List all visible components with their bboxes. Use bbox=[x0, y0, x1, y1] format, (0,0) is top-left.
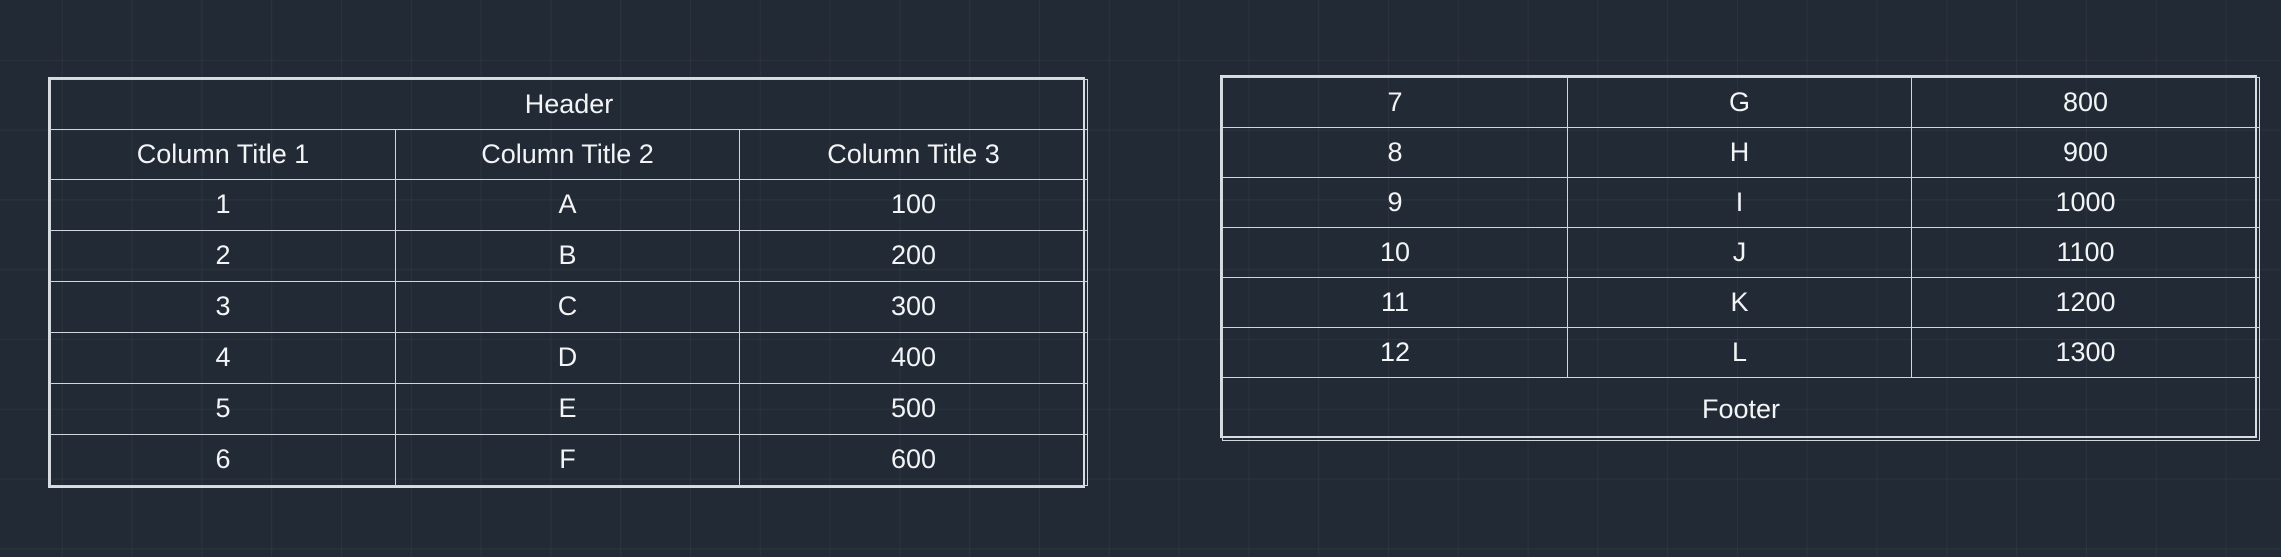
cell-col1[interactable]: 9 bbox=[1222, 177, 1568, 228]
cell-col3[interactable]: 400 bbox=[738, 331, 1089, 384]
table-left[interactable]: Header Column Title 1 Column Title 2 Col… bbox=[48, 77, 1089, 488]
cell-col1[interactable]: 10 bbox=[1222, 227, 1568, 278]
cell-col3[interactable]: 1300 bbox=[1911, 327, 2260, 378]
cell-col3[interactable]: 900 bbox=[1911, 127, 2260, 178]
cell-col3[interactable]: 200 bbox=[738, 229, 1089, 282]
cell-col2[interactable]: A bbox=[395, 178, 740, 231]
table-right-footer-row[interactable]: Footer bbox=[1222, 377, 2260, 441]
table-left-header-row[interactable]: Header bbox=[49, 79, 1089, 130]
cell-col1[interactable]: 1 bbox=[50, 178, 396, 231]
cell-col3[interactable]: 1200 bbox=[1911, 277, 2260, 328]
table-row[interactable]: 10 J 1100 bbox=[1222, 227, 2260, 278]
table-row[interactable]: 4 D 400 bbox=[50, 331, 1089, 384]
table-right[interactable]: 7 G 800 8 H 900 9 I 1000 10 J 1100 bbox=[1220, 75, 2260, 441]
cell-col2[interactable]: L bbox=[1567, 327, 1912, 378]
table-row[interactable]: 3 C 300 bbox=[50, 280, 1089, 333]
table-row[interactable]: 2 B 200 bbox=[50, 229, 1089, 282]
table-row[interactable]: 1 A 100 bbox=[50, 178, 1089, 231]
cell-col1[interactable]: 3 bbox=[50, 280, 396, 333]
table-right-footer-cell[interactable]: Footer bbox=[1222, 377, 2260, 441]
cell-col2[interactable]: E bbox=[395, 382, 740, 435]
table-row[interactable]: 11 K 1200 bbox=[1222, 277, 2260, 328]
cell-col1[interactable]: 2 bbox=[50, 229, 396, 282]
table-left-header-cell[interactable]: Header bbox=[49, 79, 1089, 130]
cell-col3[interactable]: 100 bbox=[738, 178, 1089, 231]
table-row[interactable]: 9 I 1000 bbox=[1222, 177, 2260, 228]
table-row[interactable]: 6 F 600 bbox=[50, 433, 1089, 487]
cell-col2[interactable]: D bbox=[395, 331, 740, 384]
cell-col1[interactable]: 5 bbox=[50, 382, 396, 435]
cell-col1[interactable]: 12 bbox=[1222, 327, 1568, 378]
table-left-title-row[interactable]: Column Title 1 Column Title 2 Column Tit… bbox=[50, 128, 1089, 180]
cell-col2[interactable]: H bbox=[1567, 127, 1912, 178]
column-title-1[interactable]: Column Title 1 bbox=[50, 128, 396, 180]
cell-col3[interactable]: 1100 bbox=[1911, 227, 2260, 278]
table-row[interactable]: 12 L 1300 bbox=[1222, 327, 2260, 378]
cell-col3[interactable]: 800 bbox=[1911, 77, 2260, 128]
cell-col1[interactable]: 7 bbox=[1222, 77, 1568, 128]
cell-col1[interactable]: 8 bbox=[1222, 127, 1568, 178]
cell-col1[interactable]: 6 bbox=[50, 433, 396, 487]
table-row[interactable]: 8 H 900 bbox=[1222, 127, 2260, 178]
cell-col1[interactable]: 11 bbox=[1222, 277, 1568, 328]
cell-col2[interactable]: F bbox=[395, 433, 740, 487]
cell-col3[interactable]: 1000 bbox=[1911, 177, 2260, 228]
cell-col2[interactable]: I bbox=[1567, 177, 1912, 228]
column-title-3[interactable]: Column Title 3 bbox=[738, 128, 1089, 180]
table-row[interactable]: 5 E 500 bbox=[50, 382, 1089, 435]
cell-col3[interactable]: 600 bbox=[738, 433, 1089, 487]
column-title-2[interactable]: Column Title 2 bbox=[395, 128, 740, 180]
cell-col3[interactable]: 500 bbox=[738, 382, 1089, 435]
cell-col3[interactable]: 300 bbox=[738, 280, 1089, 333]
cell-col1[interactable]: 4 bbox=[50, 331, 396, 384]
cell-col2[interactable]: J bbox=[1567, 227, 1912, 278]
cell-col2[interactable]: C bbox=[395, 280, 740, 333]
cell-col2[interactable]: G bbox=[1567, 77, 1912, 128]
cell-col2[interactable]: B bbox=[395, 229, 740, 282]
table-row[interactable]: 7 G 800 bbox=[1222, 77, 2260, 128]
cell-col2[interactable]: K bbox=[1567, 277, 1912, 328]
